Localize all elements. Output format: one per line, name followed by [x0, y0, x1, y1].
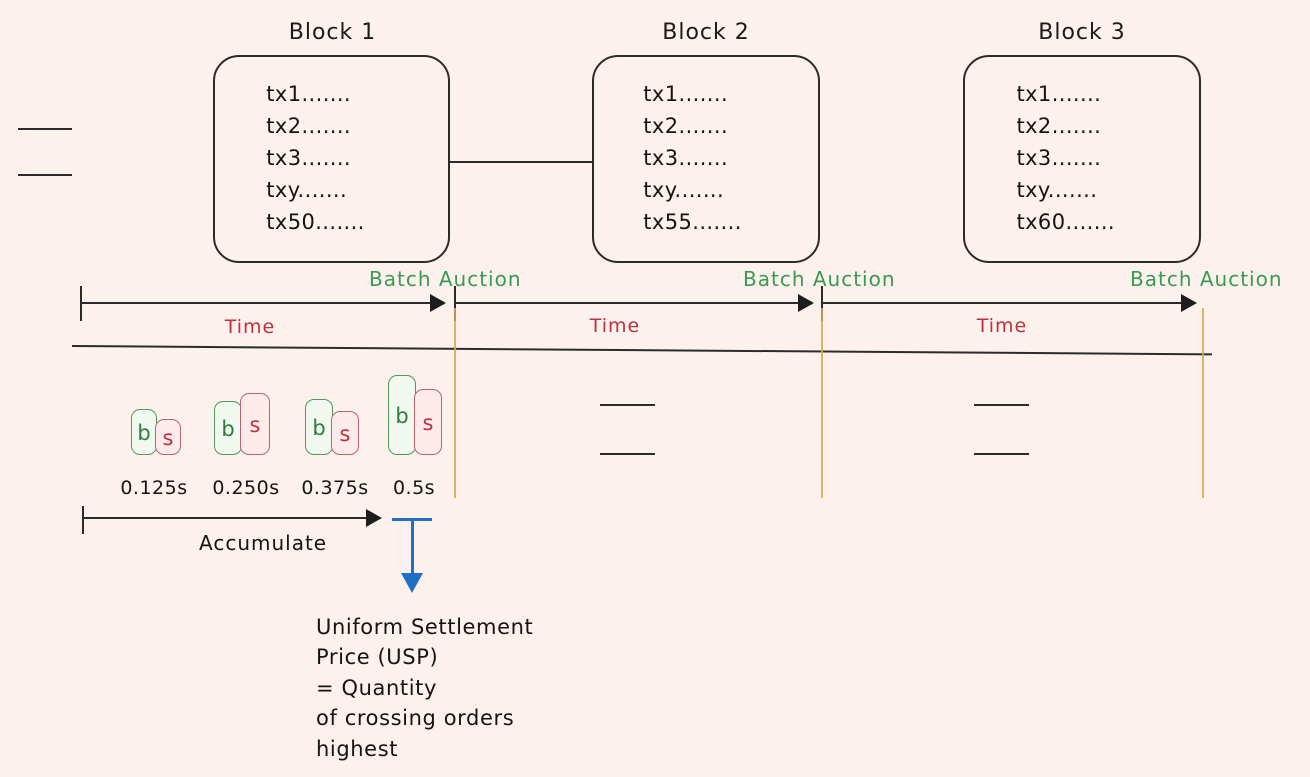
order-pair-1: b s [131, 360, 201, 460]
sell-order-glyph: s [162, 425, 174, 450]
tx-line: txy....... [266, 177, 348, 202]
batch-auction-tick-2 [821, 286, 823, 321]
tx-line: tx60....... [1016, 209, 1115, 234]
tx-line: tx2....... [266, 114, 351, 139]
block-title-2: Block 2 [662, 20, 750, 45]
sell-order-box[interactable]: s [414, 389, 442, 455]
tick-label-4: 0.5s [392, 477, 436, 499]
buy-order-box[interactable]: b [131, 409, 157, 455]
tick-label-3: 0.375s [301, 477, 369, 499]
buy-order-glyph: b [221, 416, 235, 441]
accumulate-arrow [366, 509, 382, 527]
order-pair-2: b s [214, 360, 289, 460]
buy-order-box[interactable]: b [214, 401, 242, 455]
left-edge-dash-2 [18, 174, 72, 176]
order-pair-4: b s [388, 360, 463, 460]
time-axis-arrow-1 [430, 294, 446, 312]
block2-dash-2 [600, 453, 655, 455]
order-pair-3: b s [305, 360, 380, 460]
usp-line: = Quantity [316, 675, 438, 700]
time-axis-arrow-3 [1181, 294, 1197, 312]
tx-line: tx1....... [643, 82, 729, 107]
tx-line: tx3....... [266, 146, 351, 171]
block-card-2: tx1....... tx2....... tx3....... txy....… [592, 55, 820, 263]
usp-arrow-head [401, 573, 423, 593]
usp-line: highest [316, 736, 399, 761]
tick-label-1: 0.125s [120, 477, 188, 499]
usp-line: Price (USP) [316, 645, 439, 670]
tx-line: tx2....... [643, 114, 729, 139]
buy-order-glyph: b [312, 415, 326, 440]
usp-arrow-stem [411, 518, 414, 575]
usp-text-block: Uniform Settlement Price (USP) = Quantit… [316, 612, 533, 764]
time-label-2: Time [589, 315, 641, 337]
tx-line: tx55....... [643, 209, 742, 234]
sell-order-box[interactable]: s [155, 419, 181, 455]
tx-line: tx2....... [1016, 114, 1102, 139]
left-edge-dash-1 [18, 128, 72, 130]
time-axis-arrow-2 [798, 294, 814, 312]
usp-line: Uniform Settlement [316, 615, 534, 639]
block-title-3: Block 3 [1038, 20, 1126, 45]
tx-line: tx3....... [1016, 146, 1102, 171]
time-label-1: Time [224, 316, 276, 338]
accumulate-line [82, 517, 368, 519]
time-axis-segment-3 [823, 302, 1183, 304]
batch-auction-tick-1 [454, 286, 456, 321]
tx-list-1: tx1....... tx2....... tx3....... txy....… [215, 57, 448, 261]
sell-order-glyph: s [422, 410, 434, 435]
tx-line: tx50....... [266, 209, 365, 234]
block-card-3: tx1....... tx2....... tx3....... txy....… [963, 55, 1201, 263]
tx-line: tx3....... [643, 146, 729, 171]
accumulate-label: Accumulate [199, 531, 328, 555]
tx-list-2: tx1....... tx2....... tx3....... txy....… [594, 57, 818, 261]
block2-dash-1 [600, 404, 655, 406]
block-connector-1-2 [450, 161, 593, 163]
sell-order-box[interactable]: s [240, 393, 270, 455]
time-axis-segment-2 [456, 302, 800, 304]
time-axis-segment-1 [80, 302, 432, 304]
buy-order-glyph: b [395, 403, 409, 428]
tx-list-3: tx1....... tx2....... tx3....... txy....… [965, 57, 1199, 261]
sell-order-box[interactable]: s [331, 411, 359, 455]
block-title-1: Block 1 [288, 20, 377, 45]
usp-line: of crossing orders [316, 706, 515, 731]
buy-order-glyph: b [137, 420, 151, 445]
accumulate-start-tick [82, 506, 84, 534]
boundary-line-2 [821, 308, 823, 498]
buy-order-box[interactable]: b [305, 399, 333, 455]
boundary-line-1 [454, 308, 456, 498]
boundary-line-3 [1202, 308, 1204, 498]
time-label-3: Time [976, 315, 1028, 337]
tx-line: txy....... [1016, 177, 1098, 202]
batch-auction-label-3: Batch Auction [1130, 267, 1283, 291]
tick-label-2: 0.250s [212, 477, 280, 499]
sell-order-glyph: s [249, 412, 261, 437]
sell-order-glyph: s [339, 421, 351, 446]
tx-line: txy....... [643, 177, 725, 202]
block3-dash-1 [974, 404, 1029, 406]
tx-line: tx1....... [266, 82, 351, 107]
batch-auction-label-1: Batch Auction [369, 267, 522, 291]
batch-auction-label-2: Batch Auction [743, 267, 896, 291]
block-card-1: tx1....... tx2....... tx3....... txy....… [213, 55, 450, 263]
timeline-separator [71, 345, 1212, 356]
block3-dash-2 [974, 453, 1029, 455]
buy-order-box[interactable]: b [388, 375, 416, 455]
tx-line: tx1....... [1016, 82, 1102, 107]
